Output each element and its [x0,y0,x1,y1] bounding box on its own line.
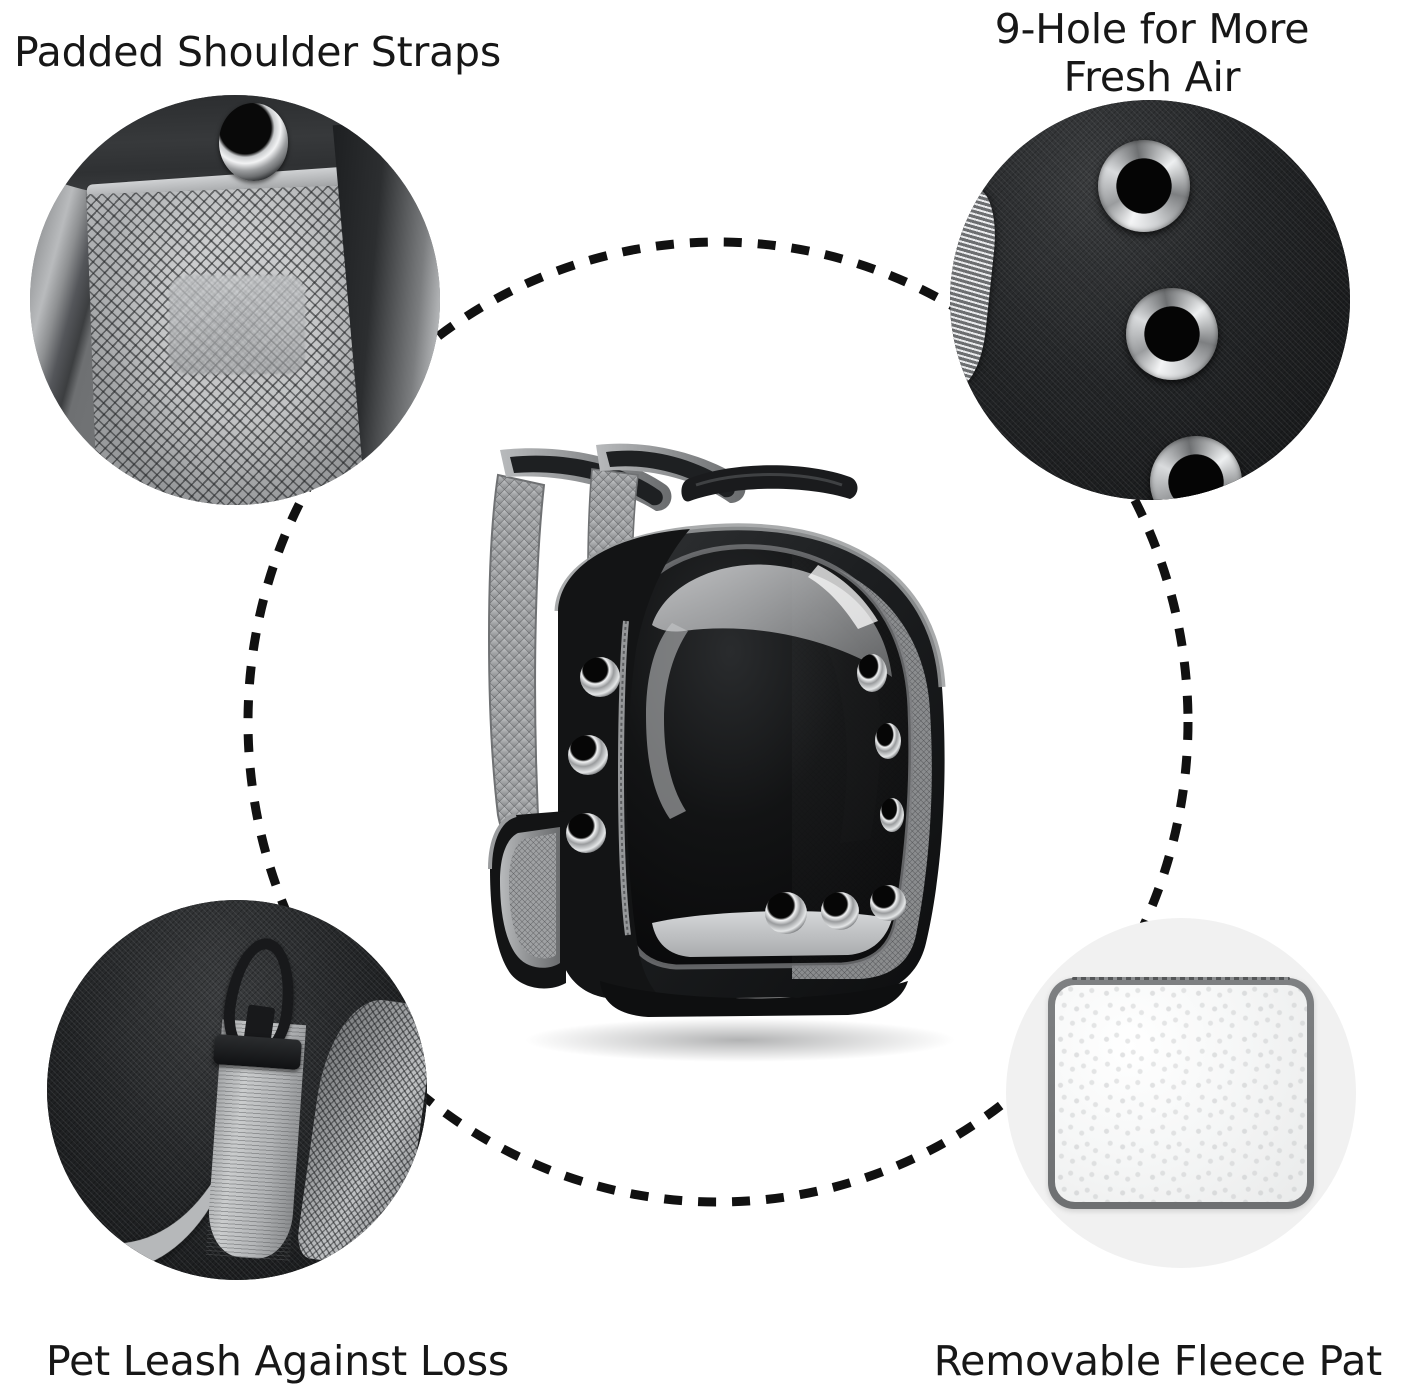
snap-hook-swivel-bar [213,1033,303,1071]
air-grommet-icon [1098,140,1190,232]
callout-label-padded-shoulder-straps: Padded Shoulder Straps [14,28,502,76]
air-grommet-icon [218,103,289,182]
air-grommet-icon [1126,288,1218,380]
air-grommet-icon [821,892,859,930]
feature-photo-removable-fleece-pad [1006,918,1356,1268]
callout-label-removable-fleece-pat: Removable Fleece Pat [933,1337,1382,1385]
air-grommet-icon [880,798,904,832]
hero-product-image [440,415,1000,1075]
air-grommet-icon [875,723,901,759]
callout-label-pet-leash-against-loss: Pet Leash Against Loss [46,1337,510,1385]
feature-photo-padded-shoulder-straps [30,95,440,505]
strap-inner-pad [169,275,305,375]
feature-photo-nine-hole-fresh-air [950,100,1350,500]
air-grommet-icon [580,657,620,697]
air-grommet-icon [870,885,906,921]
fleece-pad-seam [1071,976,1291,980]
fleece-pad-binding [1048,976,1314,1209]
air-grommet-icon [857,654,887,692]
air-grommet-icon [568,735,608,775]
callout-label-nine-hole-fresh-air: 9-Hole for More Fresh Air [994,5,1310,102]
air-grommet-icon [566,813,606,853]
fleece-pad-surface [1055,984,1307,1202]
air-grommet-icon [765,892,807,934]
feature-photo-pet-leash [47,900,427,1280]
